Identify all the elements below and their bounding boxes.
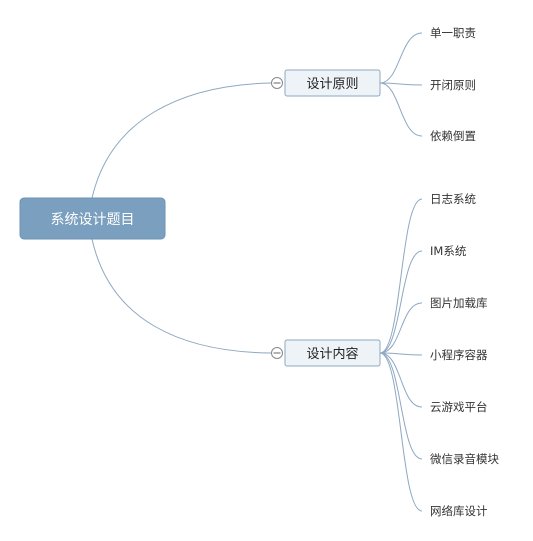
branch-node-design-principles[interactable]: 设计原则 xyxy=(284,69,381,97)
leaf-node-label[interactable]: 日志系统 xyxy=(430,192,476,206)
leaf-node-label[interactable]: 云游戏平台 xyxy=(430,400,488,414)
minus-circle-icon[interactable] xyxy=(271,77,283,89)
branch-node-label: 设计内容 xyxy=(306,346,358,362)
branch-to-leaf-connector xyxy=(379,250,423,354)
branch-to-leaf-connector xyxy=(379,352,423,460)
leaf-node[interactable]: 依赖倒置 xyxy=(430,129,476,143)
branch-node-box[interactable] xyxy=(284,339,381,367)
branch-node-box[interactable] xyxy=(284,69,381,97)
leaf-node[interactable]: 单一职责 xyxy=(430,26,476,40)
leaf-node-label[interactable]: 小程序容器 xyxy=(430,348,488,362)
root-to-branch-connector xyxy=(91,238,272,354)
leaf-node-label[interactable]: 依赖倒置 xyxy=(430,129,476,143)
leaf-node[interactable]: 日志系统 xyxy=(430,192,476,206)
leaf-node-label[interactable]: 微信录音模块 xyxy=(430,452,499,466)
leaf-node[interactable]: 图片加载库 xyxy=(430,296,488,310)
root-node-label: 系统设计题目 xyxy=(51,212,135,228)
branch-to-leaf-connector xyxy=(379,302,423,354)
leaf-node-label[interactable]: IM系统 xyxy=(430,244,467,258)
leaf-node-label[interactable]: 图片加载库 xyxy=(430,296,488,310)
root-to-branch-connector xyxy=(91,82,272,199)
root-node-box[interactable] xyxy=(19,197,166,240)
branch-to-leaf-connector xyxy=(379,352,423,512)
branch-to-leaf-connector xyxy=(379,32,423,84)
leaf-node-label[interactable]: 开闭原则 xyxy=(430,78,476,92)
minus-circle-icon[interactable] xyxy=(271,347,283,359)
leaf-node[interactable]: 云游戏平台 xyxy=(430,400,488,414)
leaf-node-label[interactable]: 单一职责 xyxy=(430,26,476,40)
branch-to-leaf-connector xyxy=(379,82,423,137)
leaf-node[interactable]: 小程序容器 xyxy=(430,348,488,362)
root-node[interactable]: 系统设计题目 xyxy=(19,197,166,240)
branch-node-design-content[interactable]: 设计内容 xyxy=(284,339,381,367)
branch-to-leaf-connector xyxy=(379,352,423,356)
branch-to-leaf-connector xyxy=(379,198,423,354)
leaf-node-label[interactable]: 网络库设计 xyxy=(430,504,488,518)
branch-to-leaf-connector xyxy=(379,352,423,408)
branch-node-label: 设计原则 xyxy=(306,77,358,92)
leaf-node[interactable]: IM系统 xyxy=(430,244,467,258)
leaf-node[interactable]: 开闭原则 xyxy=(430,78,476,92)
branch-to-leaf-connector xyxy=(379,82,423,86)
connector-lines xyxy=(91,32,423,512)
leaf-node[interactable]: 网络库设计 xyxy=(430,504,488,518)
leaf-node[interactable]: 微信录音模块 xyxy=(430,452,499,466)
